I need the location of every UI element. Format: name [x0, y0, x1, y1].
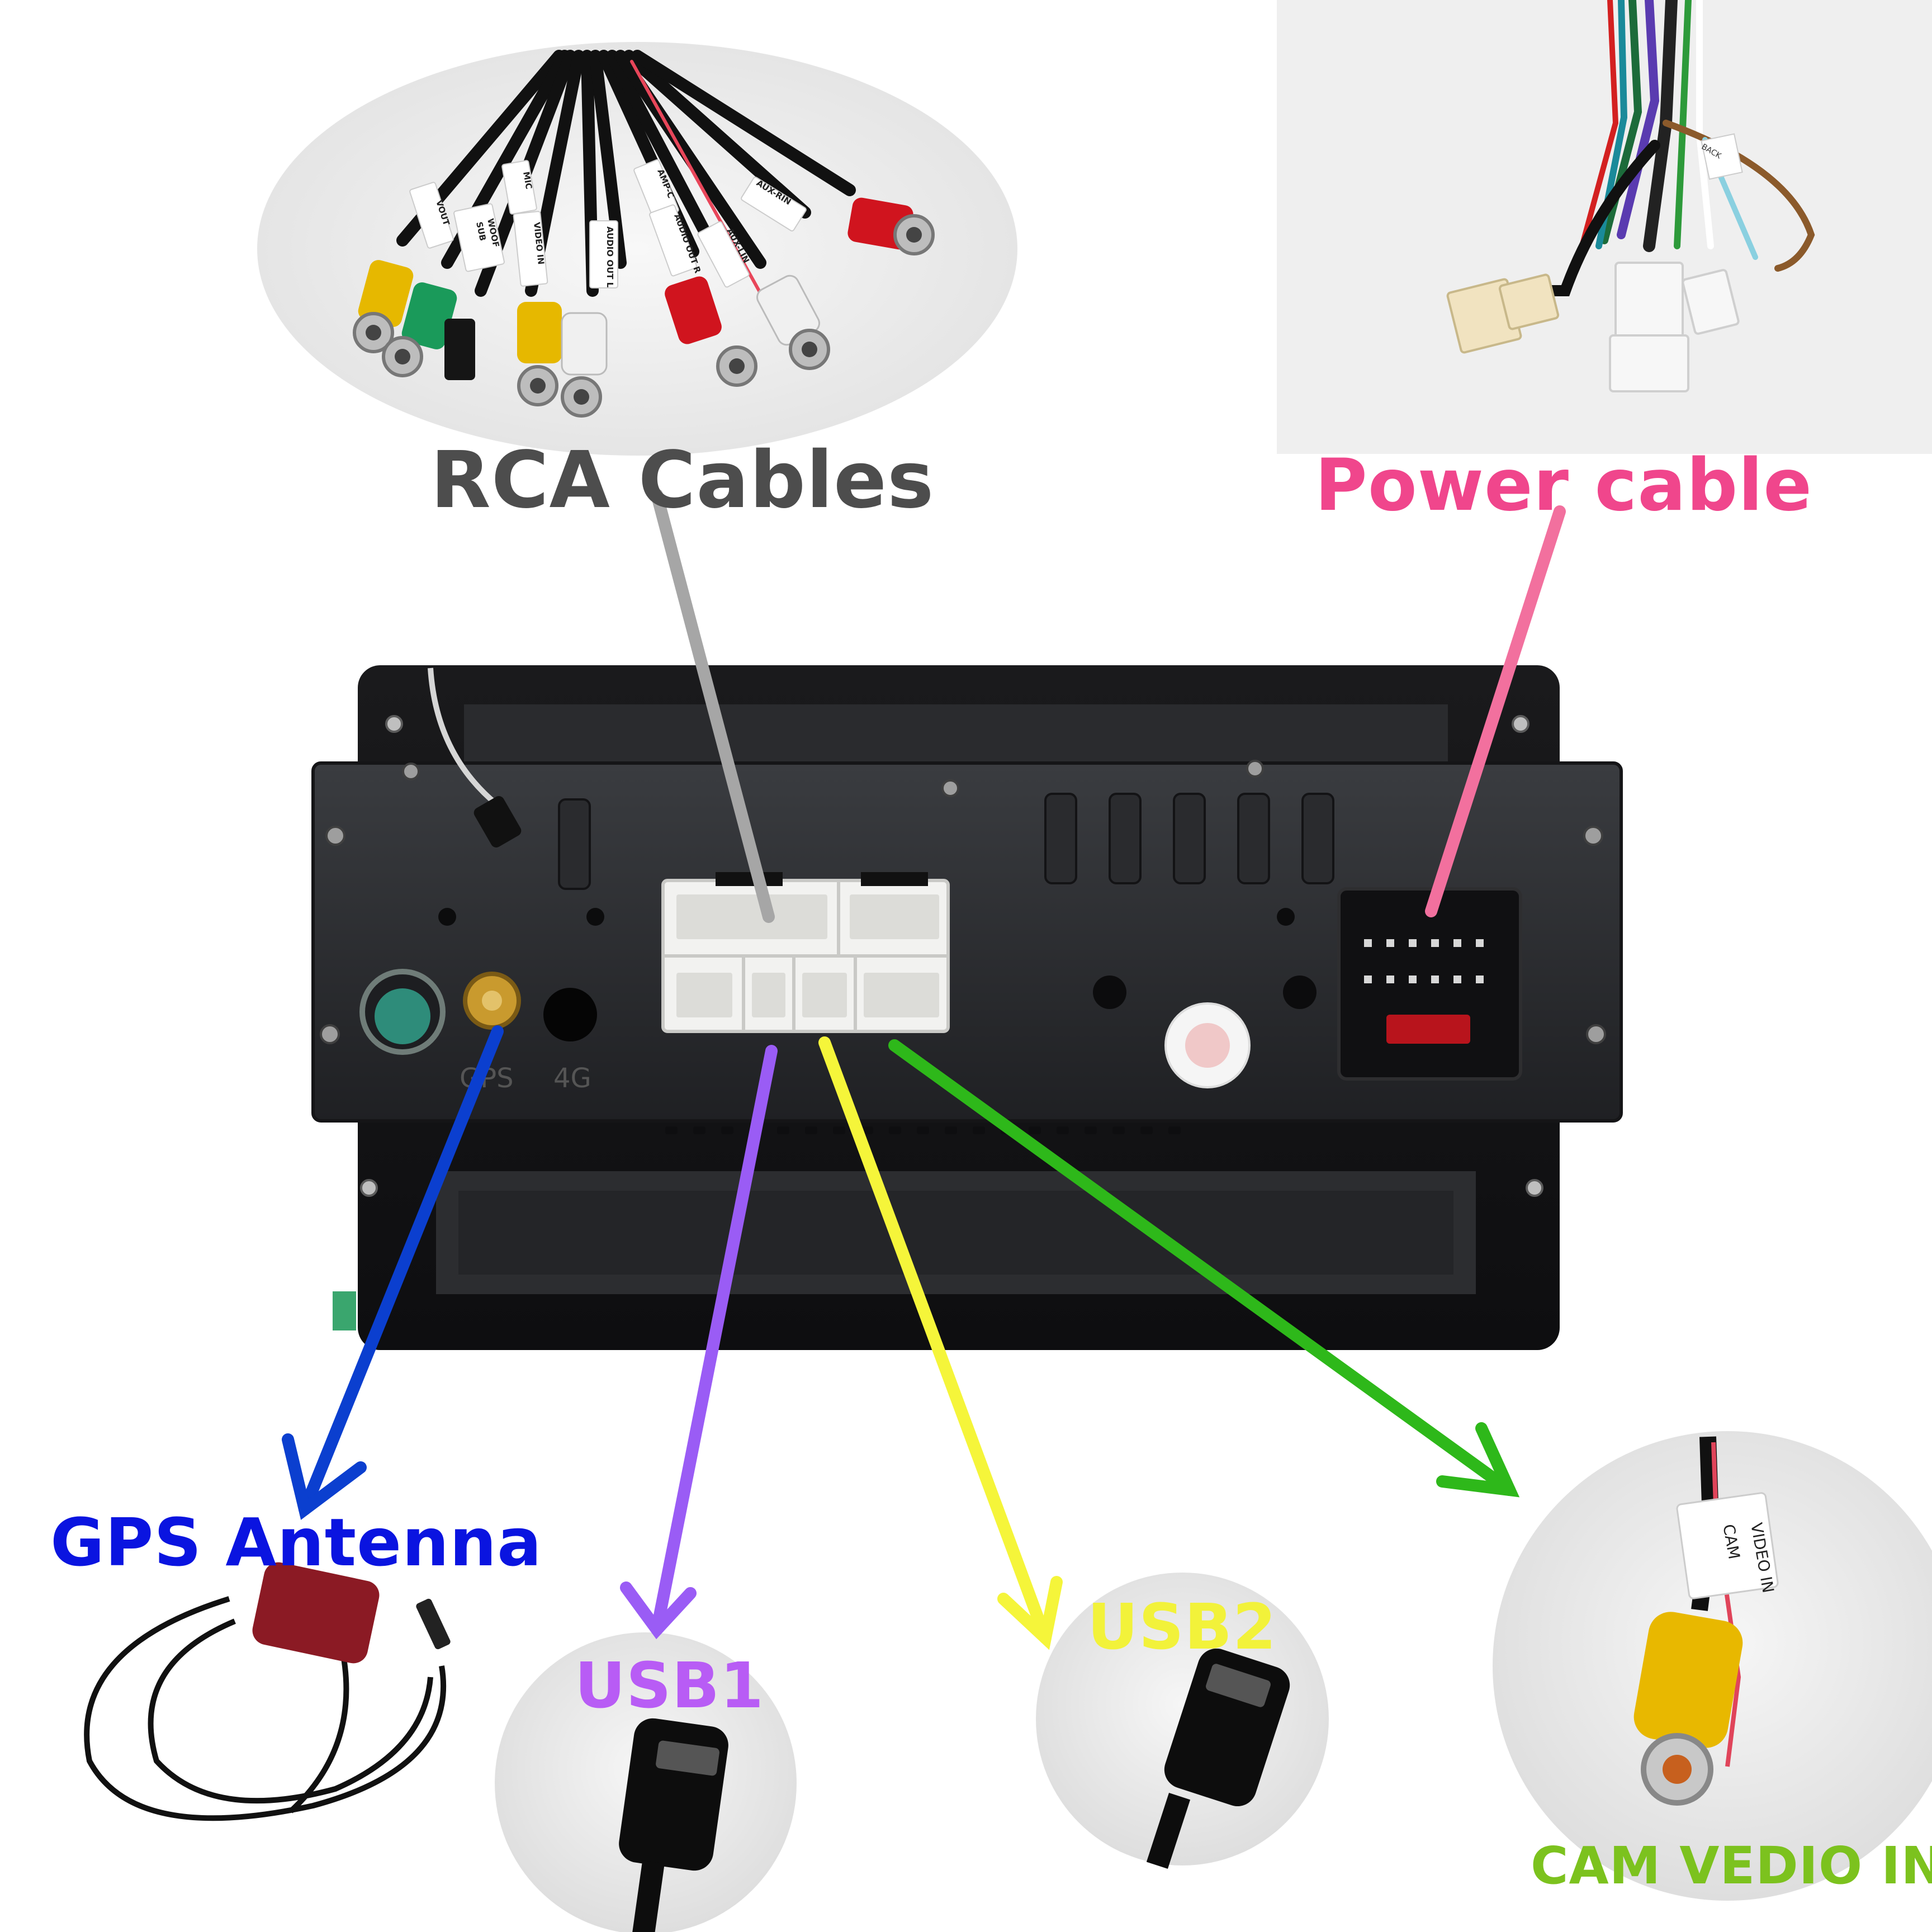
screw: [1526, 1179, 1543, 1197]
rca-plugs: [353, 197, 935, 418]
power-cable-label: Power cable: [1315, 444, 1813, 527]
gps-antenna-module: [252, 1562, 380, 1664]
usb2-arrow: [818, 1036, 1063, 1650]
usb1-arrow: [620, 1045, 778, 1640]
cam-video-in-label: CAM VEDIO IN: [1531, 1836, 1932, 1896]
tag-audio-out-l: [589, 220, 618, 288]
gps-arrow: [282, 1025, 504, 1520]
tag-video-in: [513, 211, 548, 287]
power-cable-photo: BACK: [1277, 0, 1932, 454]
cam-video-in-photo: CAM VIDEO IN: [1493, 1431, 1932, 1901]
cam-arrow: [888, 1039, 1520, 1498]
tag-aux-rin: [741, 177, 807, 231]
power-iso-connector: [1337, 887, 1522, 1081]
head-unit: GPS 4G: [311, 665, 1623, 1350]
fourg-port-label: 4G: [553, 1063, 591, 1094]
rca-usb-connector-block: [661, 872, 950, 1033]
screw: [385, 715, 403, 733]
rca-cables-photo: VOUT SUB WOOF MIC VIDEO IN AUDIO OUT L A…: [257, 42, 1017, 456]
screw: [360, 1179, 378, 1197]
tag-mic-text: MIC: [521, 171, 534, 190]
rca-cables-label: RCA Cables: [430, 435, 935, 526]
tag-vout: [409, 182, 454, 249]
usb1-label: USB1: [575, 1650, 764, 1722]
cam-tag: [1676, 1492, 1779, 1599]
tag-sub-woof: [453, 203, 505, 272]
usb2-label: USB2: [1087, 1591, 1277, 1664]
screw: [1512, 715, 1530, 733]
tag-mic: [501, 160, 537, 215]
gps-antenna-photo: [84, 1562, 451, 1821]
tag-audio-out-l-text: AUDIO OUT L: [605, 226, 615, 288]
wifi-antenna-wire: [428, 667, 500, 807]
rca-pointer-line: [651, 489, 775, 923]
usb1-plug: [619, 1718, 728, 1871]
cam-rca-plug: [1633, 1612, 1743, 1748]
tag-aux-lin: [697, 221, 750, 288]
usb2-photo: [1036, 1573, 1329, 1869]
gps-antenna-label: GPS Antenna: [50, 1504, 542, 1581]
tag-audio-out-r: [649, 204, 697, 277]
power-pointer-line: [1425, 505, 1566, 917]
usb1-photo: [495, 1632, 797, 1932]
